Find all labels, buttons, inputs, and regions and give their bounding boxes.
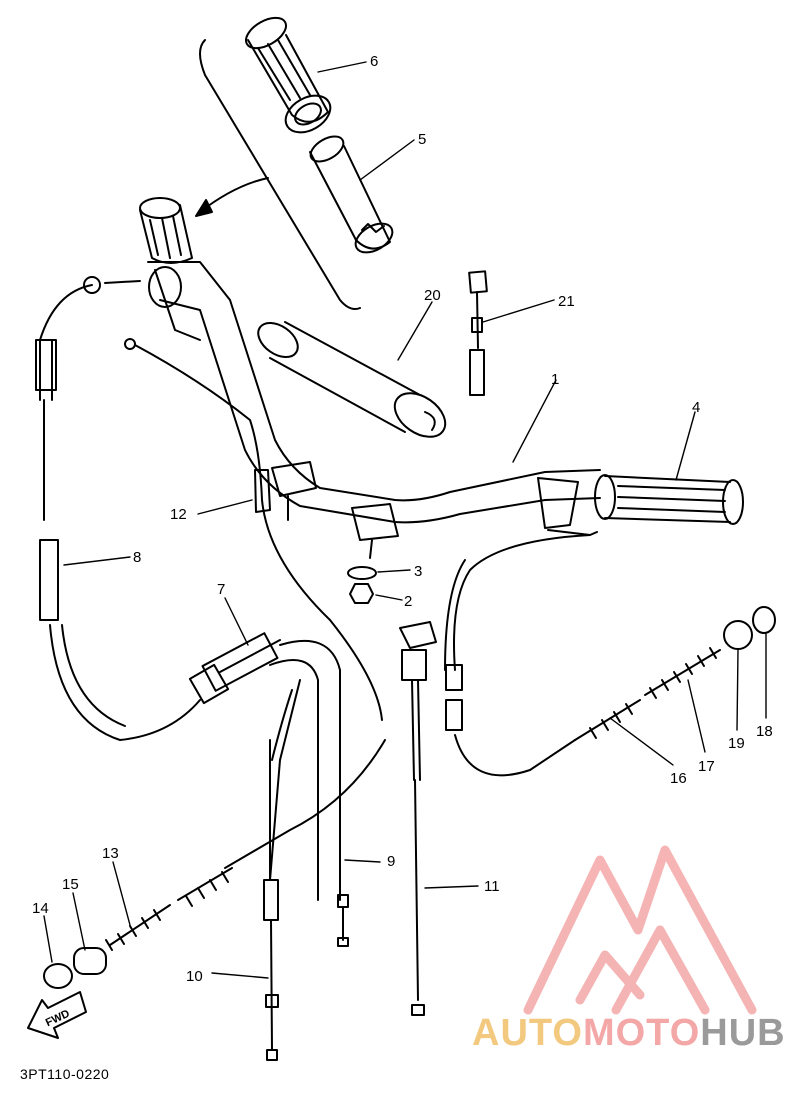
label-19: 19 [728,735,745,752]
cable-16 [444,534,641,777]
washer-3 [347,566,377,580]
throttle-tube-5 [309,135,394,254]
clamp-left [271,461,317,521]
label-8: 8 [133,549,141,566]
label-9: 9 [387,853,395,870]
watermark-logo [523,845,757,1015]
grip-4 [594,474,744,525]
label-6: 6 [370,53,378,70]
label-18: 18 [756,723,773,740]
handlebar-1 [147,261,601,524]
label-3: 3 [414,563,422,580]
label-16: 16 [670,770,687,787]
label-4: 4 [692,399,700,416]
watermark-text: AUTOMOTOHUB [472,1012,786,1055]
label-5: 5 [418,131,426,148]
label-7: 7 [217,581,225,598]
watermark-moto: MOTO [582,1012,701,1054]
cap-14 [43,963,73,989]
clamp-right [351,503,399,559]
part-labels: 1 2 3 4 5 6 7 8 9 10 11 12 13 14 15 16 1… [32,53,773,1029]
cable-8 [35,276,281,741]
cable-run [224,739,386,869]
cable-10 [263,739,279,1061]
cap-19 [723,620,753,650]
label-10: 10 [186,968,203,985]
cable-7 [201,632,349,947]
leader-lines [43,61,767,979]
part-21 [468,270,488,396]
label-2: 2 [404,593,412,610]
grip-detail-6 [245,16,332,134]
label-11: 11 [484,878,500,895]
label-15: 15 [62,876,79,893]
spring-17 [644,647,721,699]
watermark-auto: AUTO [472,1012,583,1054]
cable-12 [124,338,383,721]
cable-11 [399,621,437,1016]
diagram-code: 3PT110-0220 [20,1066,110,1082]
cap-15 [73,947,107,975]
fwd-arrow [27,991,87,1039]
spring-13 [105,867,233,951]
right-lever-bracket [537,477,579,529]
label-14: 14 [32,900,49,917]
label-20: 20 [424,287,441,304]
watermark-hub: HUB [700,1012,786,1054]
nut-2 [349,583,374,604]
detail-bracket-line [199,39,361,310]
cap-18 [752,606,776,634]
grip-20 [257,321,447,438]
label-13: 13 [102,845,119,862]
left-grip [139,197,193,264]
label-21: 21 [558,293,575,310]
label-12: 12 [170,506,187,523]
label-1: 1 [551,371,559,388]
label-17: 17 [698,758,715,775]
